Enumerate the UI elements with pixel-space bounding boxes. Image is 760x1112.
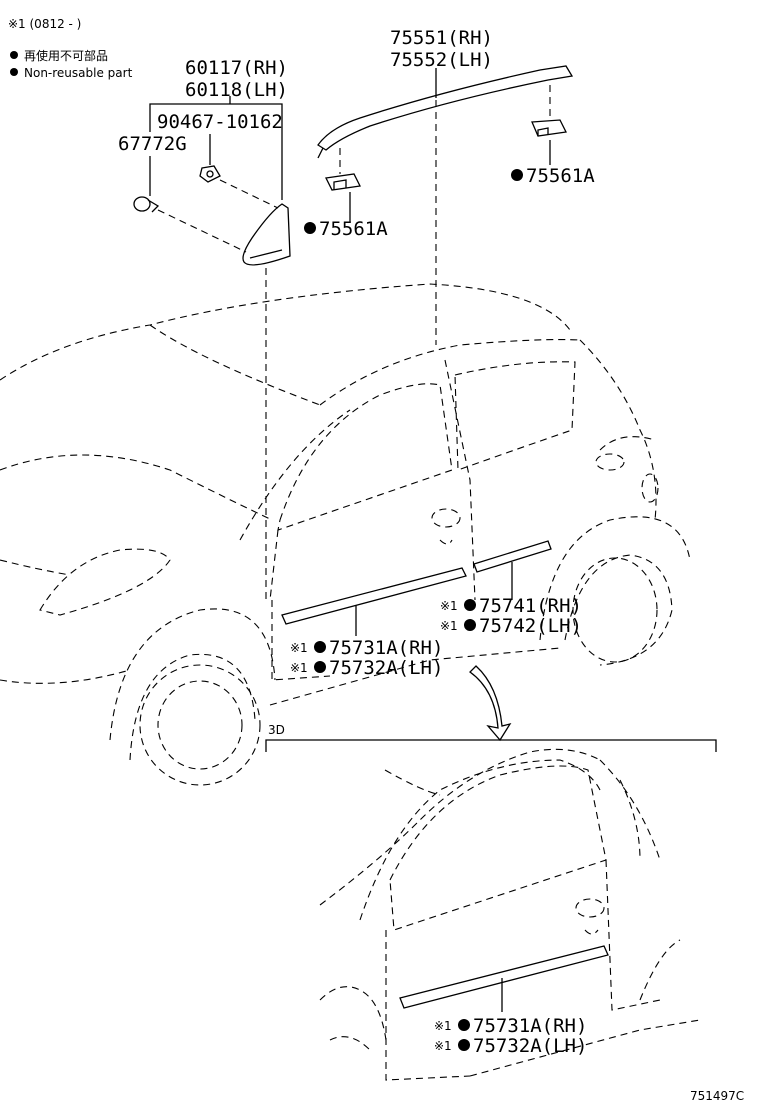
nut-drawing: [199, 165, 221, 183]
nonreusable-dot-icon: [511, 169, 523, 181]
nonreusable-dot-icon: [314, 641, 326, 653]
ref-mark-75732a: ※1: [290, 661, 308, 675]
section-3d-bracket: [265, 739, 717, 752]
nonreusable-dot-icon: [464, 619, 476, 631]
legend-nonreusable-jp: 再使用不可部品: [24, 48, 108, 63]
label-60118: 60118(LH): [185, 79, 288, 101]
car-body-drawing: [0, 283, 691, 786]
garnish-drawing: [242, 203, 291, 266]
label-75741: 75741(RH): [479, 595, 582, 617]
label-60117: 60117(RH): [185, 57, 288, 79]
ref-mark-75731a-3d: ※1: [434, 1019, 452, 1033]
legend-dot-icon: [10, 51, 18, 59]
nonreusable-dot-icon: [314, 661, 326, 673]
nonreusable-dot-icon: [458, 1039, 470, 1051]
ref-mark-75731a: ※1: [290, 641, 308, 655]
legend-nonreusable-en: Non-reusable part: [24, 66, 133, 80]
clip-left-drawing: [325, 148, 361, 222]
ref-mark-75732a-3d: ※1: [434, 1039, 452, 1053]
label-75731a: 75731A(RH): [329, 637, 443, 659]
nonreusable-dot-icon: [464, 599, 476, 611]
car-3d-drawing: [319, 748, 701, 1081]
label-75561a-right: 75561A: [526, 165, 595, 187]
label-67772g: 67772G: [118, 133, 187, 155]
figure-id: 751497C: [690, 1089, 744, 1103]
side-moulding-rear-drawing: [473, 540, 552, 573]
label-75561a-left: 75561A: [319, 218, 388, 240]
nonreusable-dot-icon: [458, 1019, 470, 1031]
section-3d-label: 3D: [268, 723, 285, 737]
ref-mark-75741: ※1: [440, 599, 458, 613]
side-moulding-3d-drawing: [399, 945, 609, 1009]
bracket-60117: [149, 103, 283, 200]
label-75551: 75551(RH): [390, 27, 493, 49]
roof-moulding-drawing: [317, 65, 574, 159]
legend-dot-icon: [10, 68, 18, 76]
ref-mark-75742: ※1: [440, 619, 458, 633]
label-75732a-3d: 75732A(LH): [473, 1035, 587, 1057]
label-90467: 90467-10162: [157, 111, 283, 133]
nonreusable-dot-icon: [304, 222, 316, 234]
clip-right-drawing: [531, 85, 567, 165]
legend-note: ※1 (0812 - ): [8, 17, 81, 31]
side-moulding-front-drawing: [281, 567, 467, 625]
label-75732a: 75732A(LH): [329, 657, 443, 679]
arrow-icon: [469, 665, 512, 742]
label-75552: 75552(LH): [390, 49, 493, 71]
clip-67772g-drawing: [133, 196, 160, 213]
label-75731a-3d: 75731A(RH): [473, 1015, 587, 1037]
label-75742: 75742(LH): [479, 615, 582, 637]
